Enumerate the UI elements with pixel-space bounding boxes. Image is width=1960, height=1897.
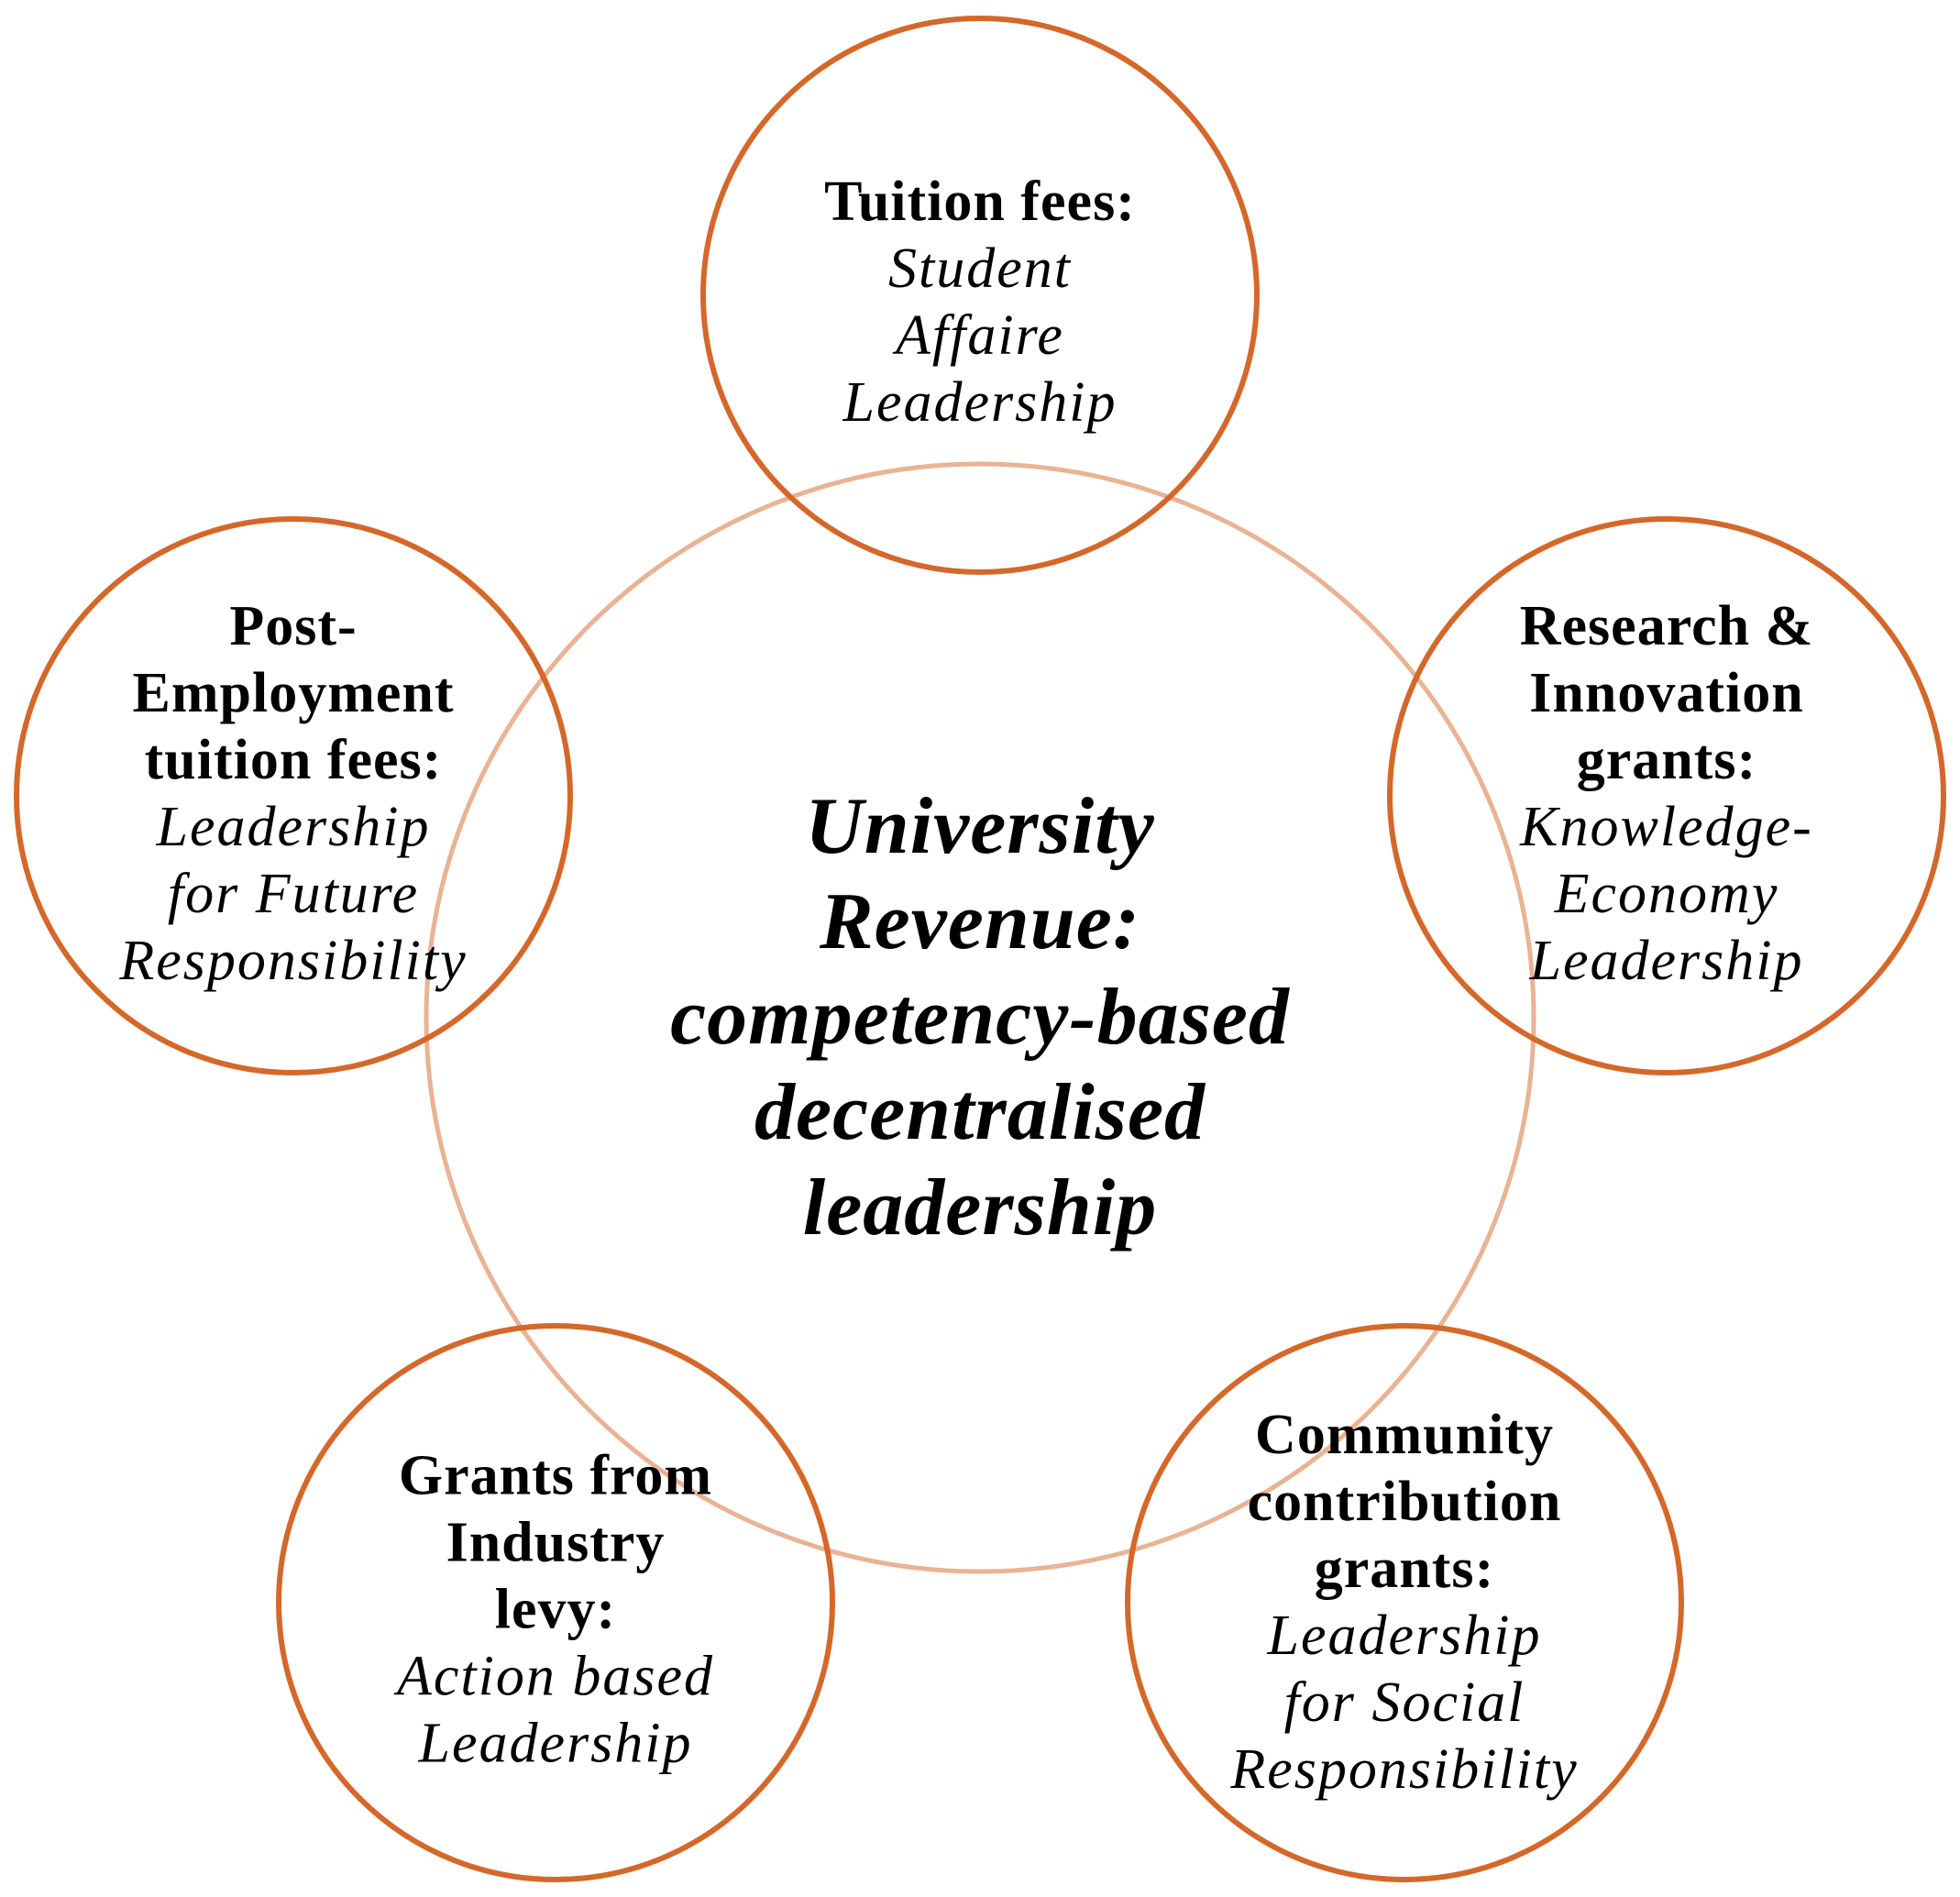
node-title: tuition fees: — [144, 729, 443, 791]
center-line: Revenue: — [819, 877, 1141, 966]
node-subtitle: Leadership — [1267, 1605, 1542, 1667]
node-subtitle: Student — [888, 237, 1072, 300]
center-line: University — [805, 782, 1155, 871]
center-line: leadership — [802, 1164, 1158, 1252]
node-subtitle: Economy — [1554, 863, 1779, 925]
post-employment-label: Post- Employment tuition fees: Leadershi… — [119, 593, 467, 995]
node-subtitle: Leadership — [156, 796, 431, 858]
node-subtitle: Responsibility — [119, 930, 468, 992]
node-subtitle: Responsibility — [1230, 1738, 1579, 1801]
node-subtitle: for Future — [167, 863, 420, 925]
tuition-fees-label: Tuition fees: Student Affaire Leadership — [824, 169, 1136, 436]
node-title: Employment — [132, 662, 455, 724]
node-title: Post- — [229, 595, 358, 657]
node-title: Community — [1255, 1404, 1554, 1466]
center-label: University Revenue: competency-based dec… — [670, 779, 1290, 1256]
center-line: competency-based — [670, 973, 1290, 1062]
node-title: Tuition fees: — [824, 171, 1136, 233]
node-title: grants: — [1576, 729, 1757, 791]
node-title: Research & — [1519, 595, 1814, 657]
center-line: decentralised — [754, 1068, 1206, 1157]
center-circle — [424, 461, 1536, 1574]
community-contribution-label: Community contribution grants: Leadershi… — [1230, 1402, 1578, 1803]
node-subtitle: Leadership — [842, 371, 1118, 434]
tuition-fees-circle — [700, 16, 1260, 575]
community-contribution-circle — [1125, 1323, 1684, 1882]
industry-levy-label: Grants from Industry levy: Action based … — [397, 1443, 714, 1778]
node-title: Grants from — [398, 1444, 713, 1507]
node-subtitle: for Social — [1283, 1671, 1525, 1734]
industry-levy-circle — [276, 1323, 835, 1882]
node-title: levy: — [494, 1578, 617, 1641]
post-employment-circle — [14, 516, 573, 1075]
node-subtitle: Leadership — [418, 1712, 693, 1775]
node-subtitle: Leadership — [1529, 930, 1804, 992]
node-title: Industry — [446, 1511, 666, 1574]
node-title: grants: — [1314, 1538, 1495, 1600]
node-title: Innovation — [1529, 662, 1804, 724]
node-title: contribution — [1247, 1471, 1562, 1533]
node-subtitle: Action based — [397, 1645, 714, 1708]
node-subtitle: Affaire — [896, 304, 1064, 367]
research-innovation-label: Research & Innovation grants: Knowledge-… — [1520, 593, 1813, 995]
research-innovation-circle — [1387, 516, 1946, 1075]
node-subtitle: Knowledge- — [1520, 796, 1813, 858]
